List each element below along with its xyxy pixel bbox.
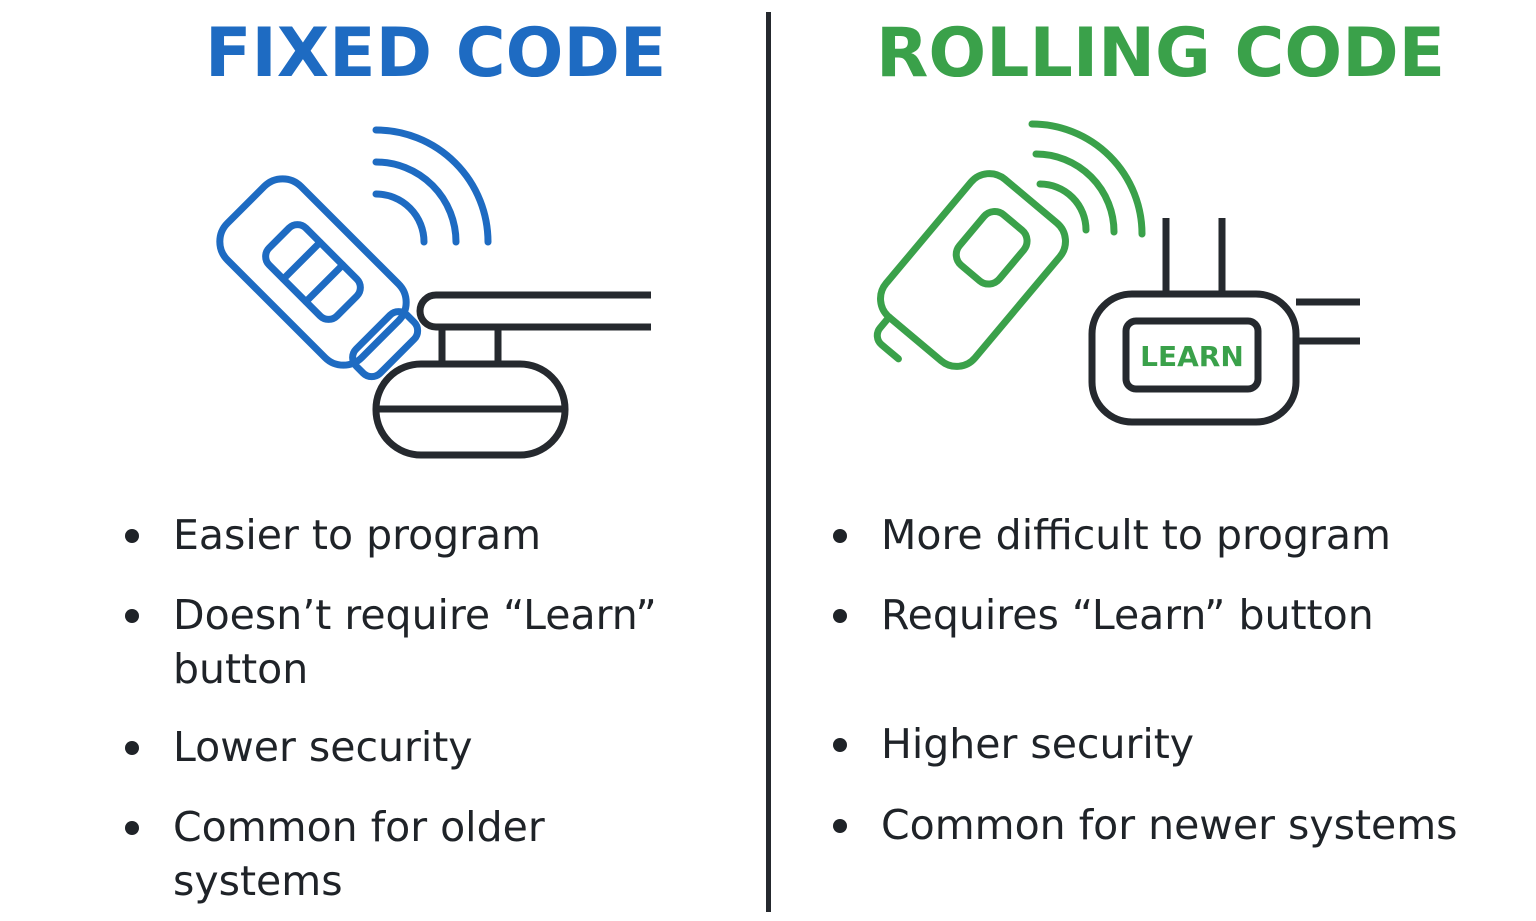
bullet-dot [833, 738, 847, 752]
list-item: More difficult to program [833, 508, 1391, 562]
list-item: Easier to program [125, 508, 541, 562]
bullet-text: Requires “Learn” button [881, 591, 1374, 639]
bullet-text: Lower security [173, 723, 473, 771]
list-item: Common for newer systems [833, 798, 1458, 852]
list-item: Common for older systems [125, 800, 545, 908]
bullet-text-continued: systems [173, 857, 343, 905]
bullet-dot [833, 819, 847, 833]
list-item: Lower security [125, 720, 473, 774]
bullet-text: Common for newer systems [881, 801, 1458, 849]
bullet-dot [125, 821, 139, 835]
fixed-code-title: FIXED CODE [205, 14, 667, 93]
list-item: Doesn’t require “Learn” button [125, 588, 657, 696]
bullet-dot [125, 609, 139, 623]
list-item: Requires “Learn” button [833, 588, 1374, 642]
receiver-learn-button-icon [1088, 218, 1360, 426]
remote-icon [873, 170, 1069, 370]
bullet-dot [125, 529, 139, 543]
bullet-text: Doesn’t require “Learn” [173, 591, 657, 639]
learn-button-label: LEARN [1140, 340, 1244, 373]
bullet-text: Higher security [881, 720, 1195, 768]
fixed-code-illustration [216, 126, 651, 459]
list-item: Higher security [833, 717, 1194, 771]
rolling-code-illustration: LEARN [873, 120, 1360, 426]
bullet-dot [833, 529, 847, 543]
signal-waves-icon [372, 126, 492, 246]
bullet-text: Common for older [173, 803, 545, 851]
remote-icon [216, 175, 422, 381]
rolling-code-title: ROLLING CODE [876, 14, 1446, 93]
bullet-text-continued: button [173, 645, 309, 693]
signal-waves-icon [1028, 120, 1146, 238]
bullet-text: More difficult to program [881, 511, 1391, 559]
bullet-text: Easier to program [173, 511, 542, 559]
bullet-dot [125, 741, 139, 755]
bullet-dot [833, 609, 847, 623]
garage-opener-icon [372, 291, 651, 459]
column-divider [766, 12, 771, 912]
